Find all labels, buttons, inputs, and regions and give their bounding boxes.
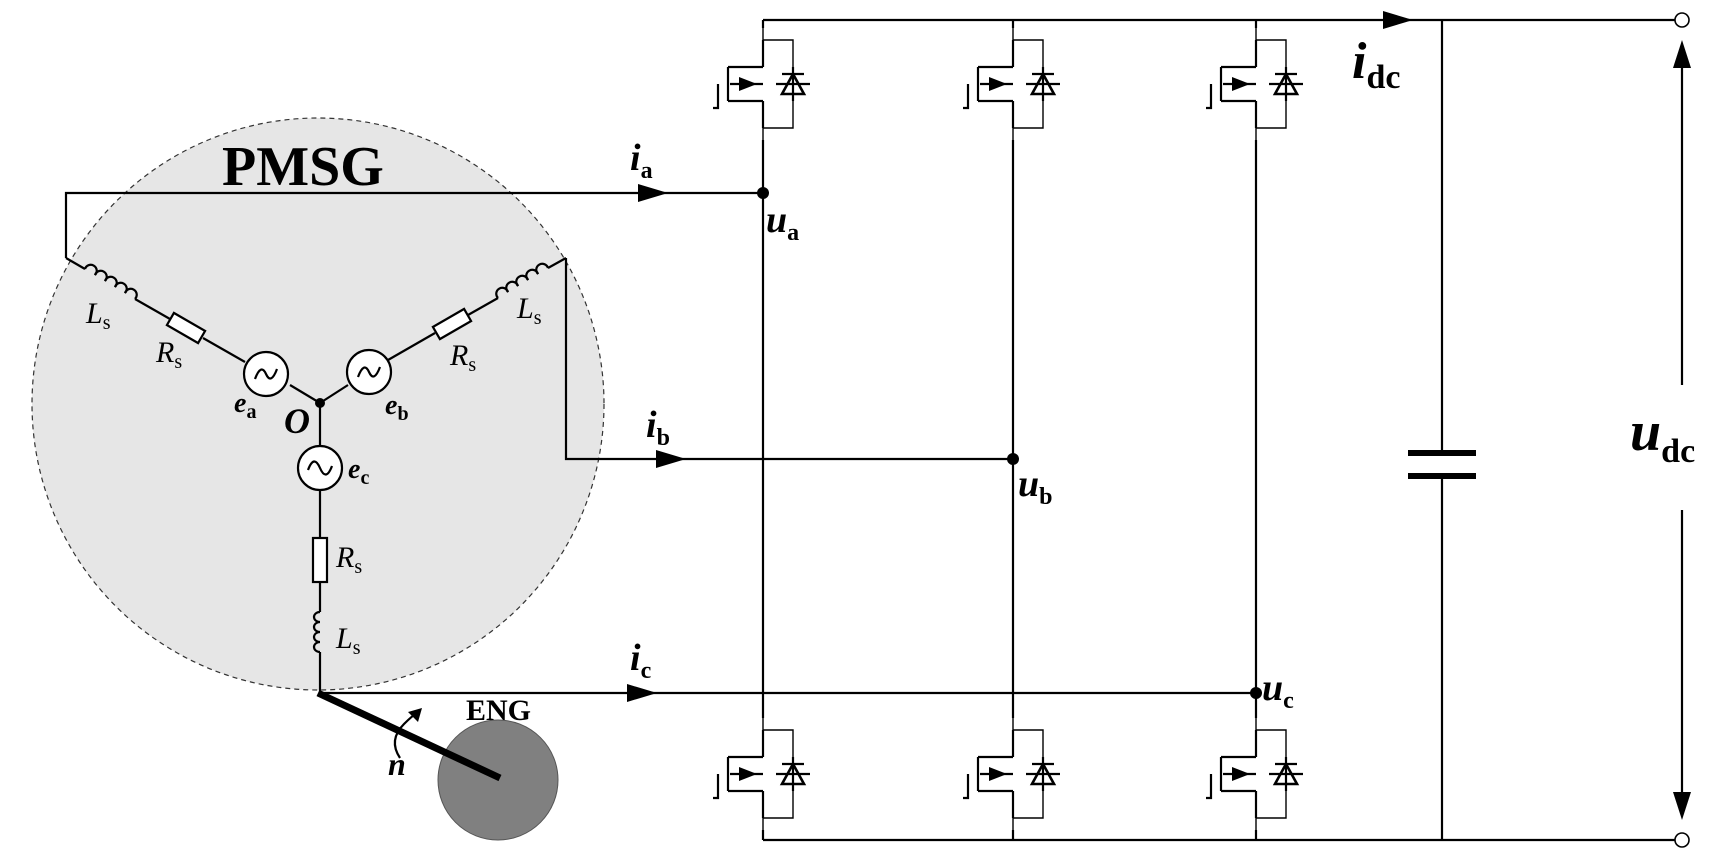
neutral-node — [315, 398, 325, 408]
label-ec: ec — [348, 454, 369, 489]
label-ic: ic — [630, 637, 652, 684]
pmsg-title: PMSG — [222, 136, 384, 198]
inductor-a — [83, 263, 138, 300]
engine-shaft — [316, 689, 502, 782]
label-rs-b: Rs — [449, 339, 476, 376]
engine-label: ENG — [466, 694, 531, 727]
label-ea: ea — [234, 388, 256, 423]
arrow-ib — [656, 450, 686, 468]
resistor-b — [431, 307, 473, 341]
inductor-b — [495, 262, 550, 299]
inductor-c — [312, 610, 321, 654]
udc-arrowhead-bottom — [1673, 792, 1691, 820]
label-ub: ub — [1018, 463, 1053, 510]
terminal-negative — [1674, 832, 1690, 848]
pmsg-star — [65, 257, 567, 693]
switch-a-lower — [711, 716, 812, 832]
label-ia: ia — [630, 137, 653, 184]
switch-c-lower — [1204, 716, 1305, 832]
label-uc: uc — [1262, 667, 1294, 714]
node-ua — [757, 187, 769, 199]
label-ls-b: Ls — [516, 292, 542, 329]
switch-b-lower — [961, 716, 1062, 832]
udc-arrowhead-top — [1673, 40, 1691, 68]
label-ua: ua — [766, 199, 799, 246]
label-ls-c: Ls — [335, 622, 361, 659]
resistor-c — [311, 536, 329, 584]
resistor-a — [165, 311, 207, 345]
arrow-ia — [638, 184, 668, 202]
rotation-arrowhead — [408, 708, 422, 722]
label-udc: udc — [1630, 401, 1695, 470]
label-ib: ib — [646, 404, 670, 451]
label-rs-a: Rs — [155, 336, 182, 373]
neutral-label: O — [284, 401, 310, 441]
label-eb: eb — [385, 390, 409, 425]
arrow-ic — [627, 684, 657, 702]
node-uc — [1250, 687, 1262, 699]
switch-c-upper — [1204, 26, 1305, 142]
node-ub — [1007, 453, 1019, 465]
label-idc: idc — [1352, 33, 1400, 96]
wire-phase-b — [564, 258, 1013, 461]
switch-a-upper — [711, 26, 812, 142]
wire-phase-a — [64, 191, 763, 258]
terminal-positive — [1674, 12, 1690, 28]
label-ls-a: Ls — [85, 297, 111, 334]
switch-b-upper — [961, 26, 1062, 142]
speed-label: n — [388, 746, 406, 782]
label-rs-c: Rs — [335, 541, 362, 578]
